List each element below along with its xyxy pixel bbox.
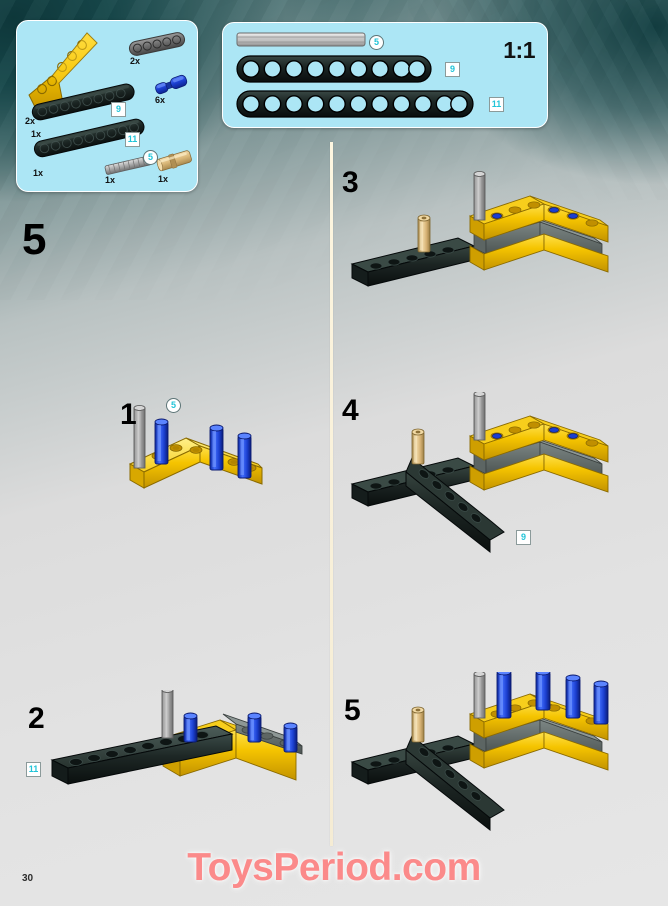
scale-badge-beam-11: 11 [489,97,504,112]
step-5-number: 5 [344,694,361,727]
section-number-5: 5 [22,215,47,264]
step-1-graphic [128,404,263,489]
step-1-number: 1 [120,398,137,431]
scale-reference-graphic [236,32,474,118]
step-2-pins [183,712,298,753]
step-4-assembly: 4 9 [340,390,640,557]
scale-badge-axle-5: 5 [369,35,384,50]
step-4-number: 4 [342,394,359,427]
parts-callout-badge-11: 11 [125,132,140,147]
step-2-axle [161,686,174,739]
svg-text:2x: 2x [130,56,140,66]
step-1-axle [133,404,146,469]
step-5-assembly: 5 [340,668,650,832]
page-number: 30 [22,873,34,884]
scale-ratio-label: 1:1 [503,37,535,63]
step-5-axle [473,670,486,719]
parts-inventory-graphic: 2x 2x 6x [25,32,192,185]
step-5-graphic [350,668,609,832]
parts-callout-badge-9: 9 [111,102,126,117]
scale-badge-beam-9: 9 [445,62,460,77]
step-1-badge-5: 5 [166,398,181,413]
svg-text:1x: 1x [105,175,115,185]
step-4-bushing [411,428,425,465]
scale-beam9-row [236,55,432,83]
column-divider [330,142,333,846]
step-3-bushing [417,214,431,253]
step-1-assembly: 1 5 [112,392,312,512]
step-2-number: 2 [28,702,45,735]
parts-callout-badge-5: 5 [143,150,158,165]
step-3-graphic [350,170,609,287]
step-4-axle [473,390,486,441]
svg-text:1x: 1x [33,168,43,178]
step-3-axle [473,170,486,221]
step-2-badge-11: 11 [26,762,41,777]
step-1-pins [154,418,252,479]
step-4-graphic [350,390,609,554]
step-2-graphic [50,686,303,785]
step-5-bushing [411,706,425,743]
svg-text:6x: 6x [155,95,165,105]
site-watermark: ToysPeriod.com [187,846,481,889]
svg-text:2x: 2x [25,116,35,126]
scale-beam11-row [236,90,474,118]
step-3-number: 3 [342,166,359,199]
svg-text:1x: 1x [158,174,168,184]
step-3-assembly: 3 [340,168,640,298]
scale-reference-panel: 1:1 [222,22,548,128]
parts-inventory-panel: 2x 2x 6x [16,20,198,192]
scale-axle-row [236,32,366,47]
step-2-assembly: 2 11 [20,686,320,815]
step-4-badge-9: 9 [516,530,531,545]
svg-text:1x: 1x [31,129,41,139]
